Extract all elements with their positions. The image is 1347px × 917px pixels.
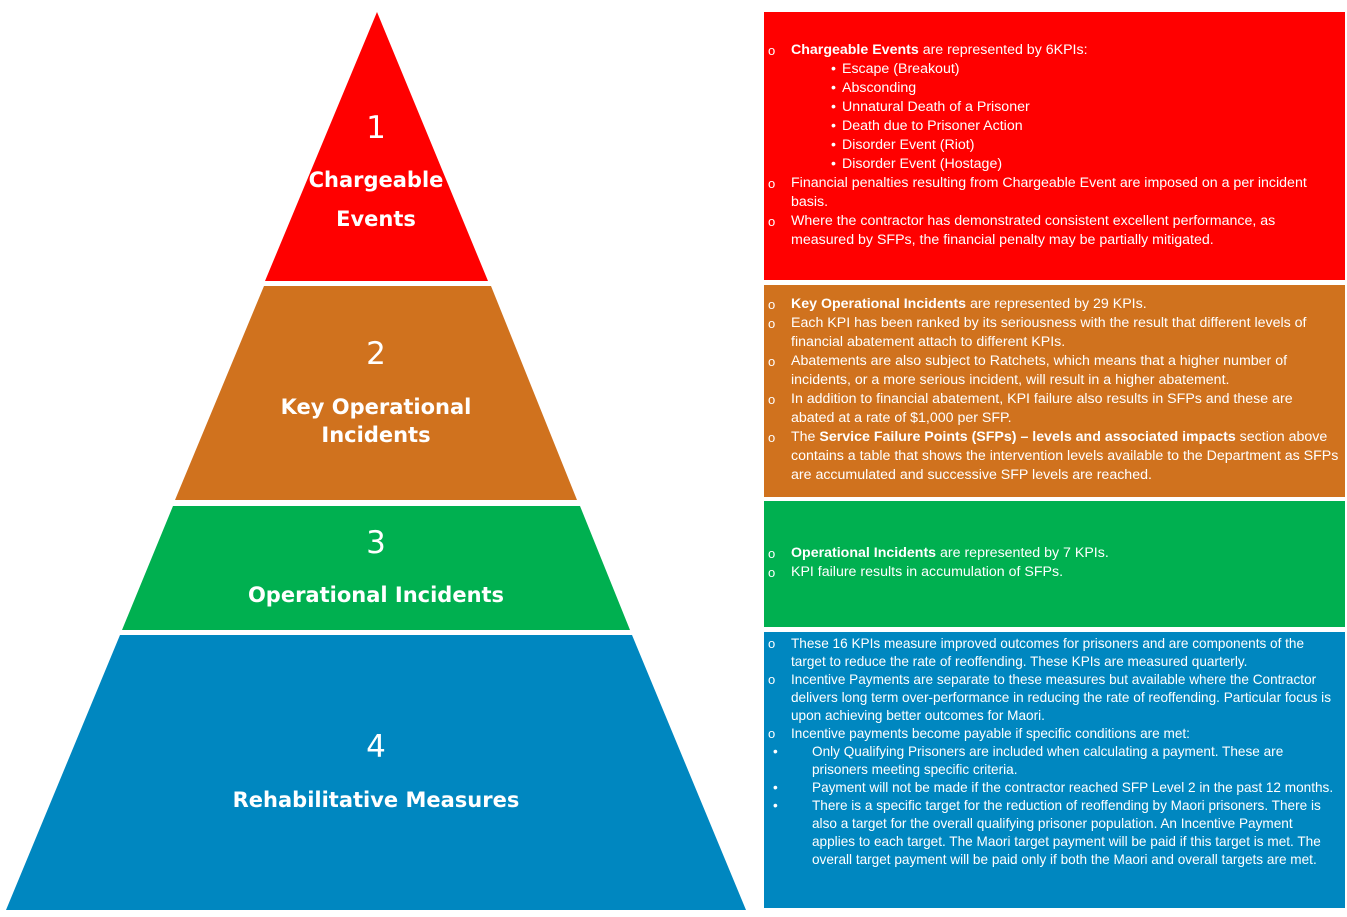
tier-2-number: 2 bbox=[366, 336, 386, 372]
sub-list-item: •Death due to Prisoner Action bbox=[831, 118, 1023, 134]
tier-3-shape bbox=[122, 506, 630, 630]
tier-1-title: Chargeable Events bbox=[126, 166, 626, 233]
sub-list-item: •Disorder Event (Hostage) bbox=[831, 156, 1003, 172]
tier-2-title-line-1: Key Operational bbox=[280, 395, 472, 419]
tier-1-title-line-2: Events bbox=[336, 207, 416, 231]
bullet-item: •Only Qualifying Prisoners are included … bbox=[773, 744, 1284, 777]
tier-3-title: Operational Incidents bbox=[247, 583, 505, 607]
tier-1-number: 1 bbox=[366, 110, 386, 146]
sub-list-item: •Absconding bbox=[831, 80, 917, 96]
sub-list-item: •Disorder Event (Riot) bbox=[831, 137, 975, 153]
tier-2-shape bbox=[175, 286, 577, 500]
tier-2-title: Key Operational Incidents bbox=[126, 393, 626, 449]
bullet-item: •Payment will not be made if the contrac… bbox=[773, 780, 1334, 795]
tier-4-number: 4 bbox=[366, 729, 386, 765]
sub-list-item: •Escape (Breakout) bbox=[831, 61, 960, 77]
tier-1-shape bbox=[265, 12, 488, 281]
sub-list-item: •Unnatural Death of a Prisoner bbox=[831, 99, 1030, 115]
pyramid-diagram bbox=[6, 12, 746, 910]
tier-1-title-line-1: Chargeable bbox=[308, 168, 444, 192]
tier-2-title-line-2: Incidents bbox=[321, 423, 431, 447]
bullet-item: •There is a specific target for the redu… bbox=[773, 798, 1321, 867]
tier-4-title: Rehabilitative Measures bbox=[232, 788, 520, 812]
tier-3-number: 3 bbox=[366, 525, 386, 561]
tier-4-shape bbox=[6, 635, 746, 910]
